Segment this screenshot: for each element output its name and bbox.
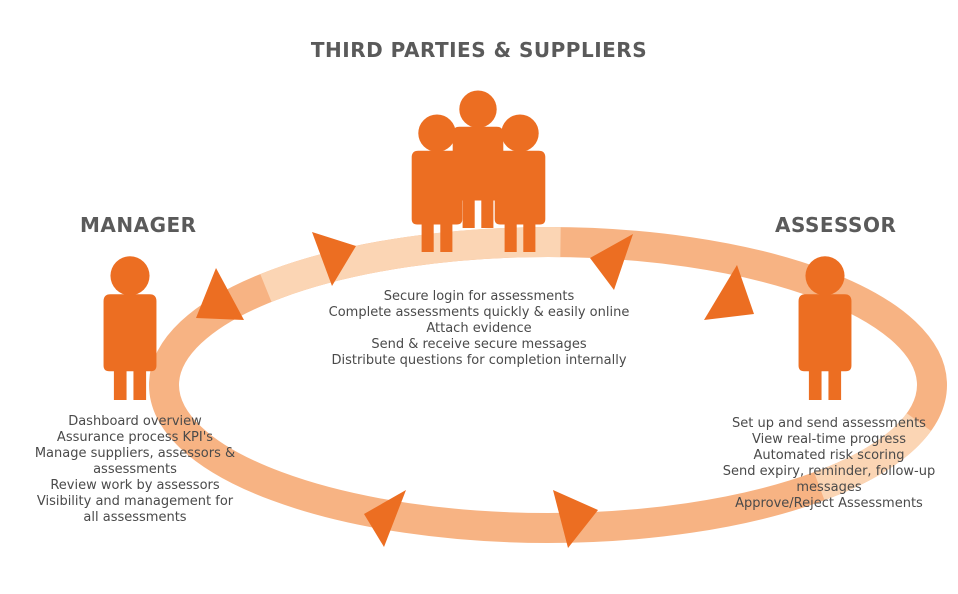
list-item: Dashboard overview (68, 414, 202, 429)
manager-feature-list: Dashboard overview Assurance process KPI… (30, 414, 240, 526)
list-item: Manage suppliers, assessors & assessment… (34, 446, 236, 477)
assessor-person-icon (798, 256, 852, 400)
cycle-arrow-left-up (196, 268, 244, 320)
cycle-arrow-top-left (312, 232, 356, 286)
manager-person-icon (103, 256, 157, 400)
suppliers-group-icon (411, 90, 546, 252)
list-item: Visibility and management for all assess… (36, 494, 234, 525)
manager-heading: MANAGER (80, 213, 197, 237)
list-item: Automated risk scoring (753, 448, 905, 463)
list-item: Distribute questions for completion inte… (331, 353, 627, 368)
list-item: View real-time progress (752, 432, 906, 447)
list-item: Set up and send assessments (732, 416, 926, 431)
cycle-arrow-bottom-left (364, 490, 406, 547)
list-item: Secure login for assessments (383, 289, 575, 304)
list-item: Attach evidence (426, 321, 532, 336)
list-item: Assurance process KPI's (56, 430, 214, 445)
list-item: Approve/Reject Assessments (735, 496, 923, 511)
cycle-arrow-top-right (590, 234, 633, 290)
list-item: Complete assessments quickly & easily on… (328, 305, 630, 320)
assessor-feature-list: Set up and send assessments View real-ti… (718, 416, 940, 512)
list-item: Send expiry, reminder, follow-up message… (722, 464, 936, 495)
cycle-ring-pale-left (149, 227, 947, 543)
list-item: Send & receive secure messages (371, 337, 587, 352)
third-parties-heading: THIRD PARTIES & SUPPLIERS (310, 38, 648, 62)
list-item: Review work by assessors (50, 478, 220, 493)
cycle-arrow-right-down (704, 265, 754, 320)
third-parties-feature-list: Secure login for assessments Complete as… (308, 289, 650, 369)
assessor-heading: ASSESSOR (775, 213, 897, 237)
cycle-arrow-bottom-right (553, 490, 598, 548)
